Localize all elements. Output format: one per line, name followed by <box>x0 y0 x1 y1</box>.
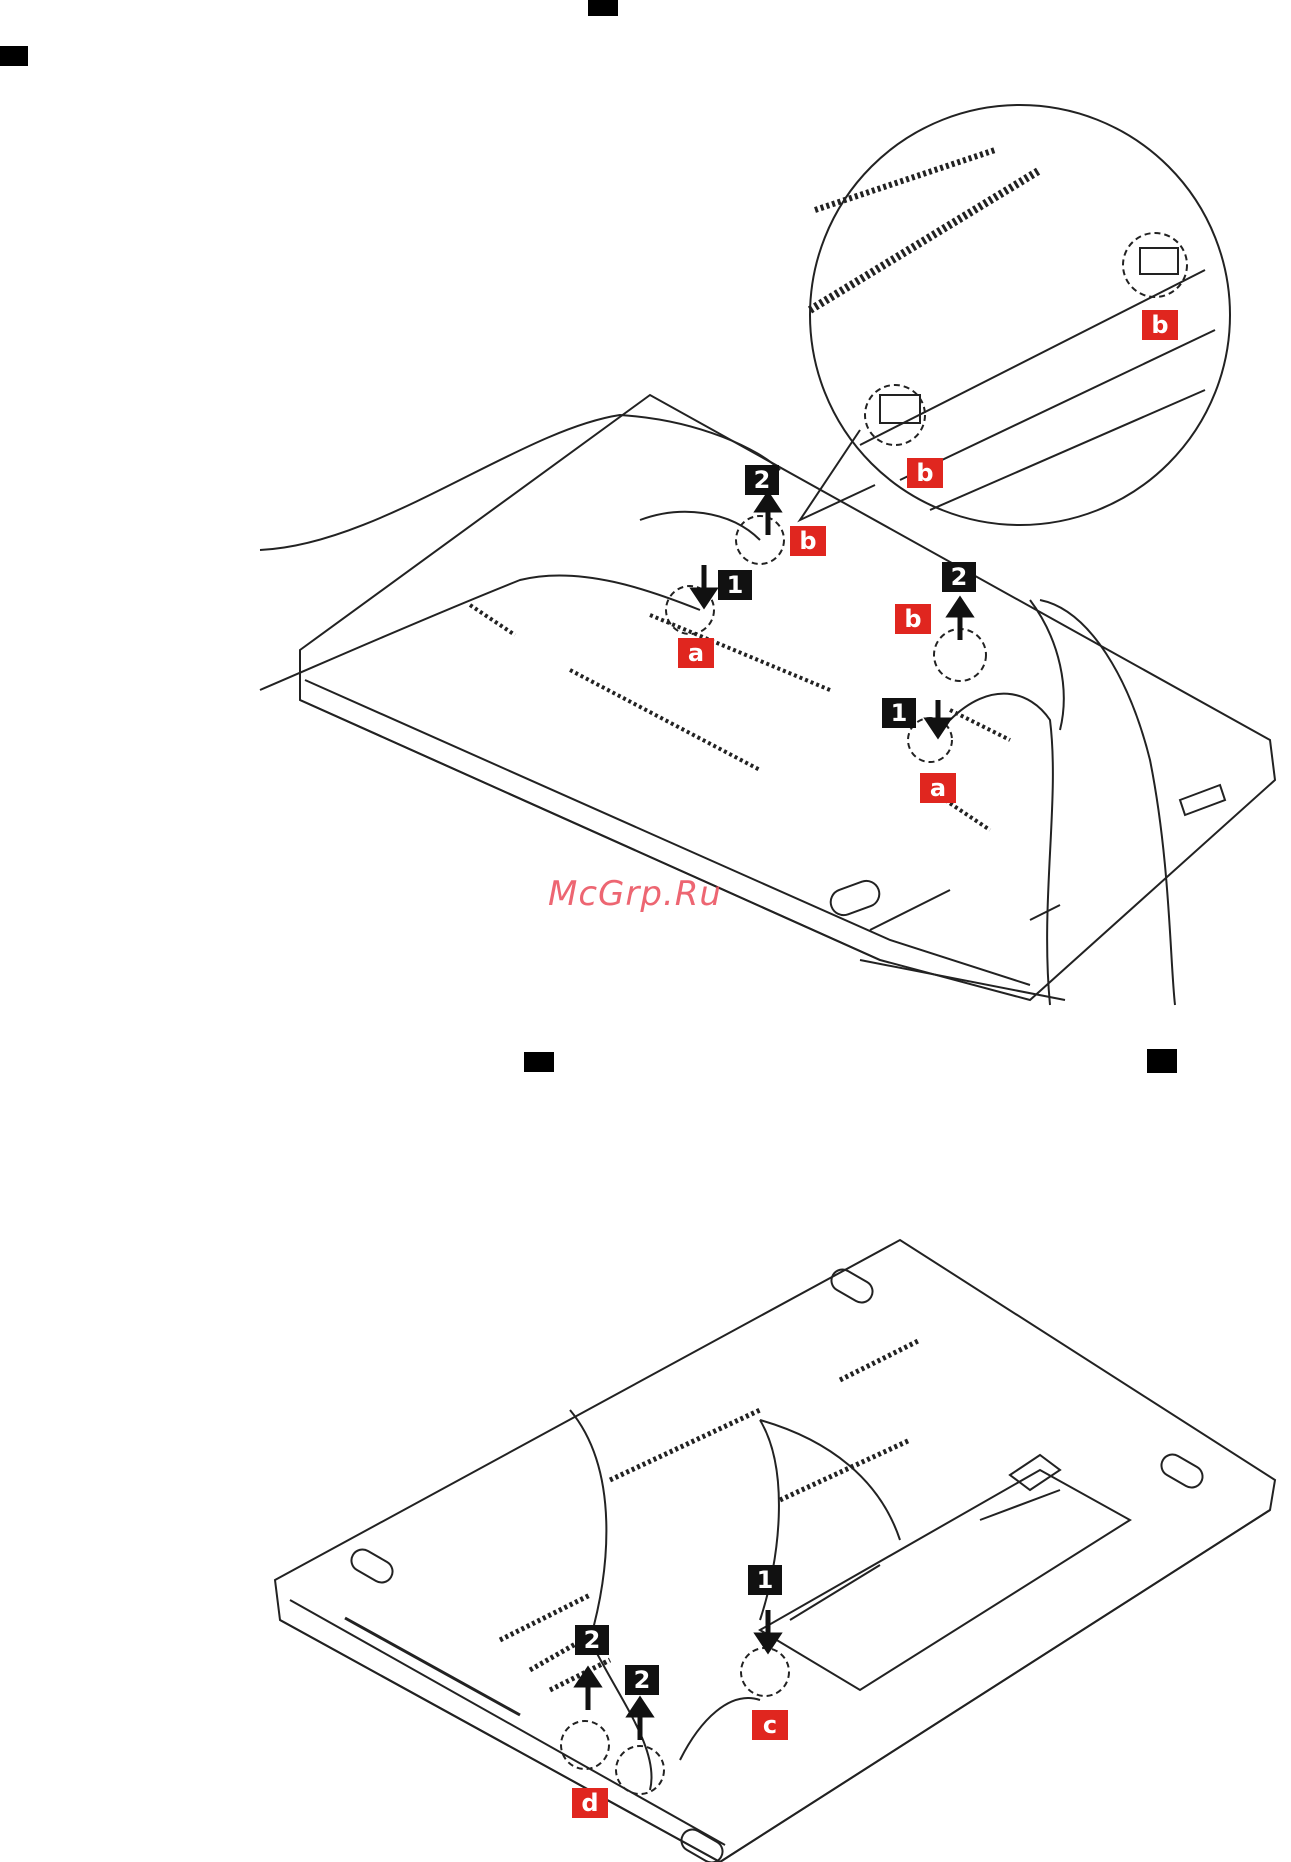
svg-text:2: 2 <box>634 1666 651 1694</box>
callout-d: d <box>572 1788 608 1818</box>
callout-1: 1 <box>748 1565 782 1595</box>
callout-c: c <box>752 1710 788 1740</box>
callout-2: 2 <box>625 1665 659 1695</box>
callout-2: 2 <box>575 1625 609 1655</box>
svg-text:1: 1 <box>757 1566 774 1594</box>
svg-text:2: 2 <box>584 1626 601 1654</box>
svg-text:c: c <box>763 1711 777 1739</box>
svg-text:d: d <box>581 1789 598 1817</box>
